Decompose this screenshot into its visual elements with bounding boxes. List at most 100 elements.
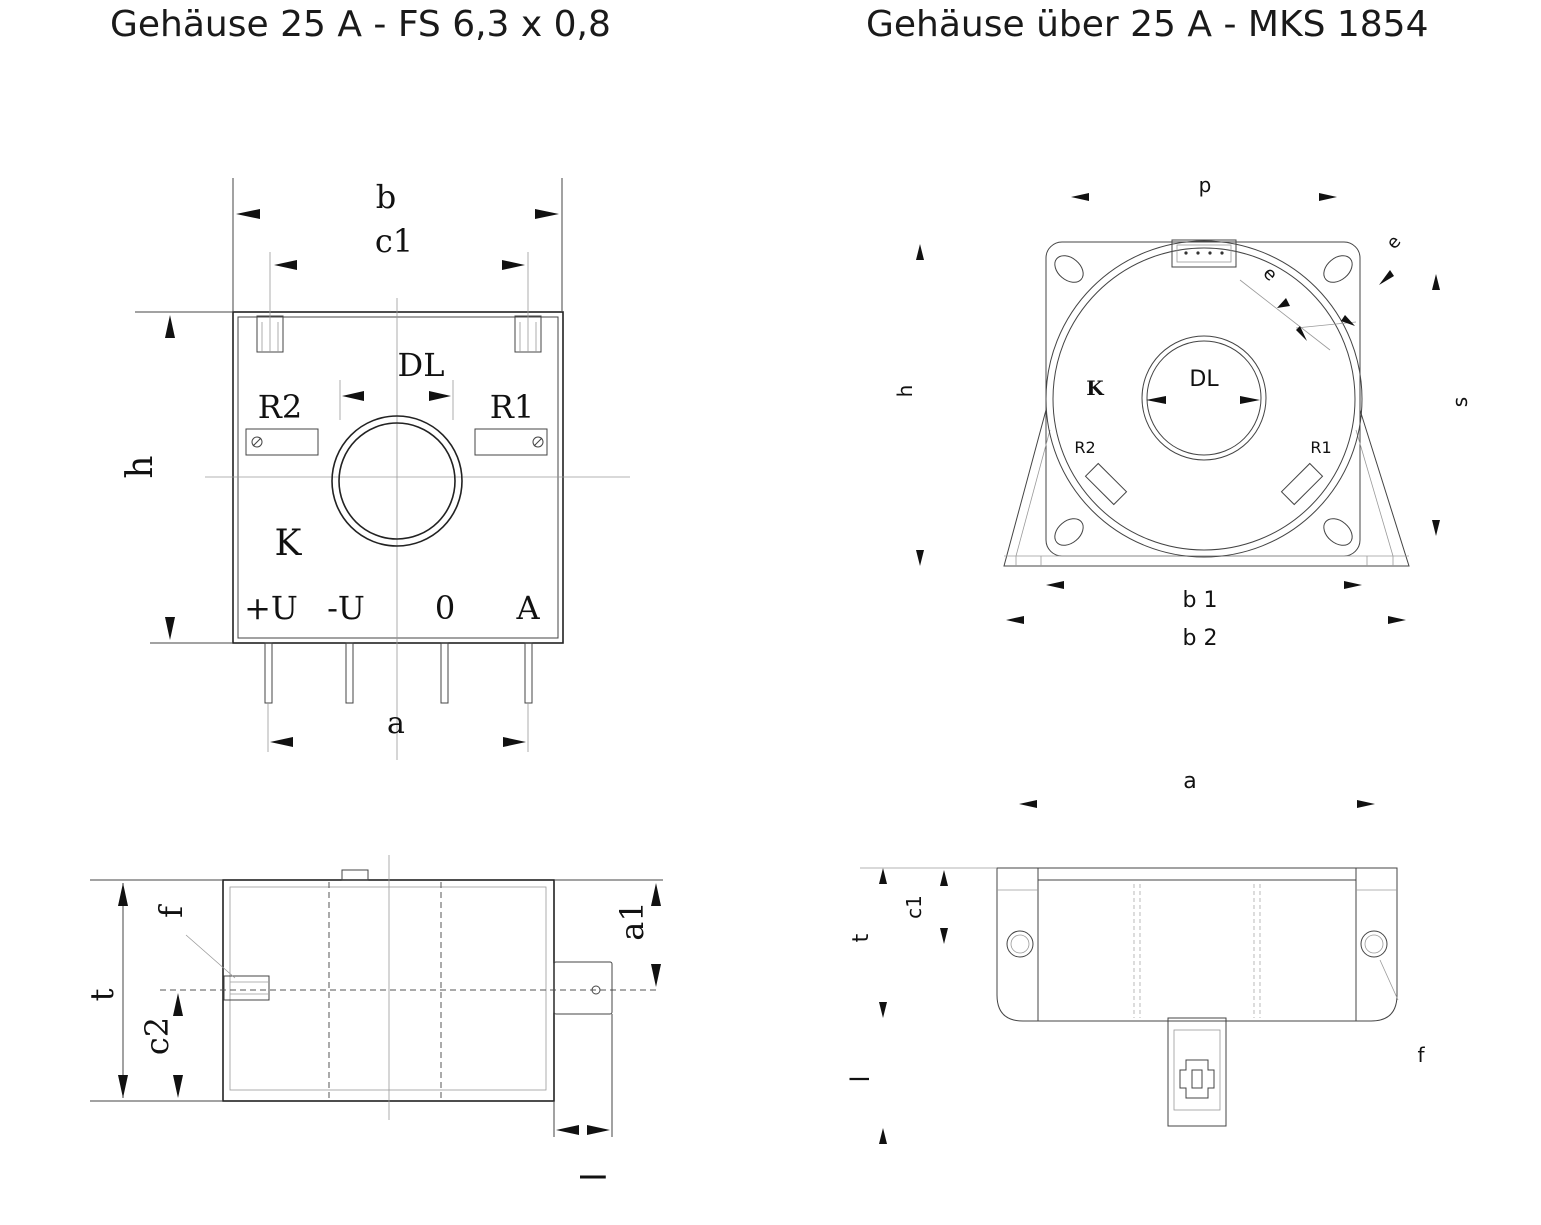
side-mount-hole-left-inner	[1010, 934, 1030, 954]
e-inner-arrow-left	[1277, 298, 1290, 308]
dl-arrow-left	[1146, 396, 1166, 404]
label-r1: R1	[490, 388, 534, 426]
label-h: h	[893, 385, 917, 398]
corner-slot-top-left	[1054, 255, 1084, 283]
t-arrow-bottom	[118, 1075, 128, 1098]
a-arrow-right	[503, 737, 526, 747]
h-arrow-bottom	[916, 550, 924, 566]
a1-arrow-bottom	[651, 964, 661, 987]
b-arrow-right	[535, 209, 559, 219]
label-k: K	[275, 523, 303, 564]
label-a1: a1	[613, 901, 651, 940]
label-a: a	[387, 706, 405, 741]
side-fixing-pin	[185, 934, 270, 1001]
t-arrow-top	[118, 883, 128, 906]
trimmer-r1	[474, 428, 548, 456]
label-output-a: A	[515, 589, 540, 627]
side-top-nub	[341, 869, 369, 881]
corner-slot-bottom-left	[1054, 518, 1084, 546]
base-plate	[1003, 409, 1410, 567]
trimmer-r2	[1084, 462, 1128, 506]
h-arrow-top	[165, 315, 175, 338]
trimmer-r1	[1280, 462, 1324, 506]
right-side-view: a c1 t l f	[846, 769, 1425, 1144]
label-l: l	[575, 1172, 615, 1181]
p-arrow-left	[1071, 193, 1089, 201]
a-arrow-left	[270, 737, 293, 747]
s-arrow-top	[1432, 274, 1440, 290]
side-mount-hole-right-inner	[1364, 934, 1384, 954]
left-front-view: b c1 h DL R2 R1 K +U -U 0 A a	[120, 178, 630, 760]
label-a: a	[1183, 769, 1196, 794]
b1-arrow-right	[1344, 581, 1362, 589]
side-terminal-tab	[553, 961, 613, 1137]
e-mid-arrow	[1296, 326, 1307, 341]
trimmer-r2	[245, 428, 319, 456]
side-mount-hole-left	[1006, 930, 1034, 958]
side-body-outline	[996, 867, 1398, 1022]
conductor-hole-outer	[1141, 335, 1267, 461]
label-l: l	[846, 1075, 876, 1082]
body-ring-inner	[1052, 247, 1356, 551]
label-t: t	[83, 988, 121, 1001]
t-arrow-bottom	[879, 1002, 887, 1018]
label-zero: 0	[435, 589, 455, 627]
label-r1: R1	[1310, 438, 1331, 457]
c1-arrow-bottom	[940, 928, 948, 944]
e-leader-line-2	[1295, 321, 1357, 329]
c2-arrow-bottom	[173, 1075, 183, 1098]
c1-arrow-right	[502, 260, 525, 270]
conductor-hole-inner	[1146, 340, 1262, 456]
c2-arrow-top	[173, 993, 183, 1016]
label-h: h	[120, 455, 161, 478]
a1-arrow-top	[651, 883, 661, 906]
connector-plug	[1171, 239, 1237, 268]
h-arrow-top	[916, 244, 924, 260]
label-b1: b 1	[1183, 588, 1218, 613]
l-arrow-right	[587, 1125, 610, 1135]
label-c1: c1	[375, 222, 413, 260]
side-mount-hole-right	[1360, 930, 1388, 958]
l-arrow-left	[556, 1125, 579, 1135]
title-right: Gehäuse über 25 A - MKS 1854	[866, 4, 1429, 45]
dl-arrow-right	[1240, 396, 1260, 404]
t-arrow-top	[879, 868, 887, 884]
e-inner-arrow-right	[1341, 315, 1355, 326]
label-f: f	[1417, 1043, 1425, 1067]
mounting-pin-right	[514, 252, 542, 353]
a-arrow-right	[1357, 800, 1375, 808]
c1-arrow-left	[274, 260, 297, 270]
l-arrow	[879, 1128, 887, 1144]
label-k: K	[1086, 376, 1104, 400]
housing-outline	[232, 311, 564, 644]
mounting-pin-left	[256, 252, 284, 353]
a-arrow-left	[1019, 800, 1037, 808]
e-leader-line	[1239, 279, 1331, 351]
corner-slot-bottom-right	[1323, 518, 1353, 546]
label-plus-u: +U	[244, 589, 298, 627]
b-arrow-left	[236, 209, 260, 219]
label-s: s	[1448, 397, 1472, 407]
b1-arrow-left	[1046, 581, 1064, 589]
label-p: p	[1199, 173, 1212, 197]
label-dl: DL	[1189, 367, 1219, 392]
b2-arrow-right	[1388, 616, 1406, 624]
housing-inner-outline	[237, 316, 559, 639]
c1-arrow-top	[940, 870, 948, 886]
f-leader-line	[1379, 959, 1399, 1001]
side-housing-inner	[229, 886, 547, 1091]
s-arrow-bottom	[1432, 520, 1440, 536]
conductor-hole-outer	[331, 415, 463, 547]
label-e-inner: e	[1259, 263, 1282, 286]
label-t: t	[849, 933, 874, 942]
h-arrow-bottom	[165, 617, 175, 640]
label-minus-u: -U	[327, 589, 365, 627]
right-front-view: p e e h s K DL R2 R1 b 1 b 2	[893, 173, 1472, 651]
label-f: f	[152, 904, 190, 918]
body-ring-outer	[1045, 240, 1363, 558]
dl-arrow-right	[429, 391, 451, 401]
title-left: Gehäuse 25 A - FS 6,3 x 0,8	[110, 4, 611, 45]
label-e-outer: e	[1382, 231, 1405, 253]
